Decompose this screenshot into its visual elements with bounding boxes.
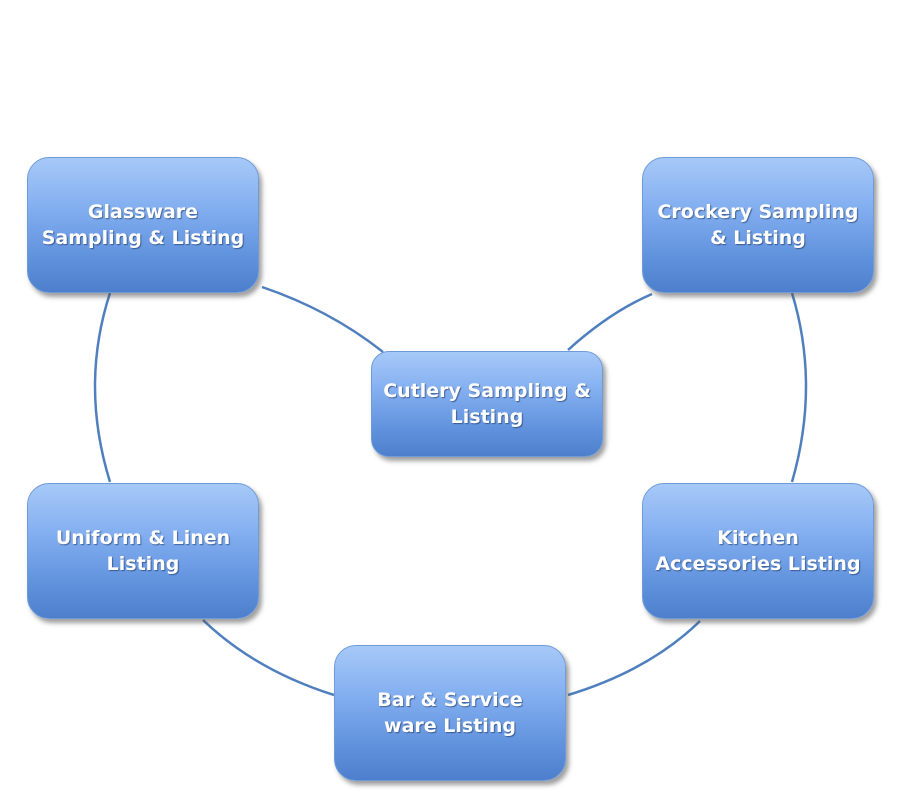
node-label: Uniform & Linen Listing <box>55 527 231 575</box>
connector-kitchen-bar <box>567 620 701 697</box>
node-kitchen-accessories-listing: Kitchen Accessories Listing <box>642 483 874 619</box>
node-label: Glassware Sampling & Listing <box>41 201 245 249</box>
node-label: Bar & Service ware Listing <box>377 689 523 737</box>
node-crockery-sampling-listing: Crockery Sampling & Listing <box>642 157 874 293</box>
connector-cutlery-crockery <box>567 292 653 351</box>
node-label: Cutlery Sampling & Listing <box>383 380 591 428</box>
connector-glassware-cutlery <box>261 285 384 353</box>
node-cutlery-sampling-listing: Cutlery Sampling & Listing <box>371 351 603 457</box>
node-label: Crockery Sampling & Listing <box>657 201 859 249</box>
node-bar-service-ware-listing: Bar & Service ware Listing <box>334 645 566 781</box>
connector-uniform-glassware <box>93 292 112 483</box>
node-label: Kitchen Accessories Listing <box>655 527 861 575</box>
node-uniform-linen-listing: Uniform & Linen Listing <box>27 483 259 619</box>
connector-bar-uniform <box>202 619 335 697</box>
connector-crockery-kitchen <box>790 292 808 483</box>
node-glassware-sampling-listing: Glassware Sampling & Listing <box>27 157 259 293</box>
